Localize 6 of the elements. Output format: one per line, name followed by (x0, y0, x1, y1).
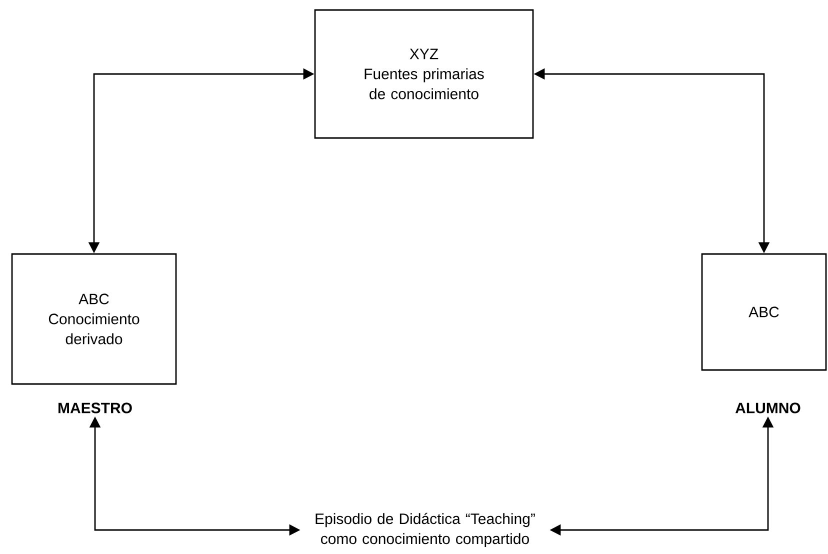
text-box: ABC Conocimiento derivado (11, 253, 177, 385)
role-label: MAESTRO (58, 402, 132, 414)
text-box: XYZ Fuentes primarias de conocimiento (314, 9, 534, 139)
text-label: Episodio de Didáctica “Teaching” como conocimiento compartido (316, 512, 535, 548)
role-label: ALUMNO (735, 402, 800, 414)
text-box: ABC (701, 253, 827, 371)
